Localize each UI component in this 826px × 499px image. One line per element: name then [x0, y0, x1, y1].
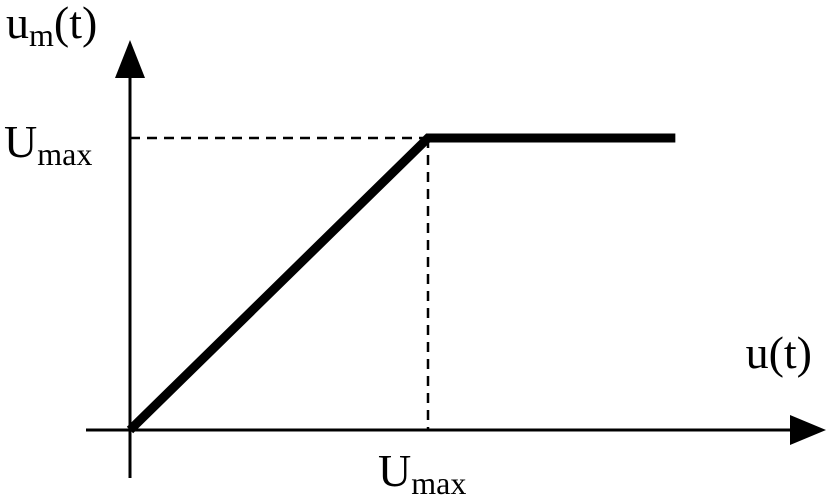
y-axis-label-tail: (t)	[54, 0, 97, 48]
y-axis-label-main: u	[6, 0, 29, 48]
x-axis-label-main: u(t)	[746, 327, 812, 378]
y-tick-label-main: U	[4, 116, 37, 167]
y-axis-label: um(t)	[6, 0, 97, 53]
y-tick-label-sub: max	[37, 136, 92, 172]
x-tick-label: Umax	[378, 445, 466, 499]
y-axis-arrowhead	[115, 40, 145, 78]
saturation-curve	[126, 133, 676, 434]
x-axis-label: u(t)	[746, 327, 812, 378]
x-axis-arrowhead	[790, 415, 826, 445]
y-tick-label: Umax	[4, 116, 92, 172]
y-axis-label-sub: m	[29, 17, 54, 53]
x-tick-label-sub: max	[411, 465, 466, 499]
x-tick-label-main: U	[378, 445, 411, 496]
